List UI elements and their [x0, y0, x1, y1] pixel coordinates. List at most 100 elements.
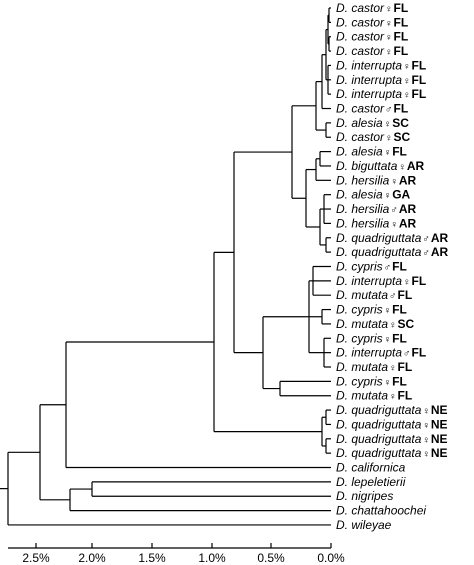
locality-code: AR — [431, 245, 449, 259]
female-symbol-icon: ♀ — [390, 219, 398, 230]
female-symbol-icon: ♀ — [384, 377, 392, 388]
taxon-name: D. californica — [336, 461, 406, 475]
taxon-name: D. quadriguttata — [336, 417, 422, 431]
female-symbol-icon: ♀ — [385, 4, 393, 15]
locality-code: FL — [394, 44, 409, 58]
taxon-label: D. cypris♀FL — [336, 331, 407, 345]
female-symbol-icon: ♀ — [390, 176, 398, 187]
female-symbol-icon: ♀ — [398, 162, 406, 173]
taxon-name: D. mutata — [336, 317, 388, 331]
locality-code: NE — [431, 417, 448, 431]
locality-code: FL — [412, 274, 427, 288]
taxon-label: D. hersilia♂AR — [336, 202, 417, 216]
taxon-name: D. alesia — [336, 188, 383, 202]
taxon-name: D. alesia — [336, 116, 383, 130]
taxon-labels: D. castor♀FLD. castor♀FLD. castor♀FLD. c… — [336, 1, 449, 532]
locality-code: FL — [394, 1, 409, 15]
taxon-label: D. mutata♀FL — [336, 389, 412, 403]
female-symbol-icon: ♀ — [389, 392, 397, 403]
female-symbol-icon: ♀ — [403, 61, 411, 72]
locality-code: FL — [394, 30, 409, 44]
taxon-name: D. cypris — [336, 303, 383, 317]
female-symbol-icon: ♀ — [385, 133, 393, 144]
taxon-label: D. castor♂FL — [336, 102, 408, 116]
taxon-label: D. cypris♂FL — [336, 259, 407, 273]
taxon-name: D. quadriguttata — [336, 432, 422, 446]
taxon-name: D. cypris — [336, 259, 383, 273]
taxon-label: D. interrupta♀FL — [336, 274, 426, 288]
taxon-name: D. chattahoochei — [336, 504, 426, 518]
male-symbol-icon: ♂ — [422, 248, 430, 259]
taxon-label: D. castor♀FL — [336, 15, 408, 29]
female-symbol-icon: ♀ — [403, 90, 411, 101]
female-symbol-icon: ♀ — [422, 406, 430, 417]
taxon-label: D. lepeletierii — [336, 475, 406, 489]
taxon-label: D. mutata♂FL — [336, 288, 412, 302]
locality-code: AR — [431, 231, 449, 245]
female-symbol-icon: ♀ — [403, 277, 411, 288]
taxon-name: D. wileyae — [336, 518, 392, 532]
locality-code: FL — [394, 15, 409, 29]
female-symbol-icon: ♀ — [389, 320, 397, 331]
locality-code: FL — [398, 288, 413, 302]
locality-code: NE — [431, 446, 448, 460]
taxon-label: D. interrupta♀FL — [336, 58, 426, 72]
taxon-label: D. wileyae — [336, 518, 392, 532]
taxon-name: D. castor — [336, 102, 385, 116]
locality-code: FL — [412, 346, 427, 360]
taxon-label: D. cypris♀FL — [336, 303, 407, 317]
locality-code: FL — [392, 374, 407, 388]
axis-tick-label: 2.5% — [22, 551, 50, 565]
locality-code: SC — [392, 116, 409, 130]
taxon-label: D. alesia♀GA — [336, 188, 411, 202]
locality-code: AR — [399, 216, 417, 230]
locality-code: FL — [392, 145, 407, 159]
taxon-label: D. hersilia♀AR — [336, 173, 417, 187]
taxon-label: D. mutata♀FL — [336, 360, 412, 374]
taxon-label: D. quadriguttata♀NE — [336, 417, 448, 431]
taxon-label: D. interrupta♂FL — [336, 346, 426, 360]
taxon-name: D. cypris — [336, 331, 383, 345]
locality-code: FL — [412, 87, 427, 101]
female-symbol-icon: ♀ — [384, 191, 392, 202]
locality-code: FL — [412, 58, 427, 72]
taxon-label: D. chattahoochei — [336, 504, 426, 518]
taxon-name: D. hersilia — [336, 202, 390, 216]
taxon-name: D. quadriguttata — [336, 446, 422, 460]
taxon-name: D. interrupta — [336, 346, 402, 360]
female-symbol-icon: ♀ — [384, 334, 392, 345]
taxon-name: D. castor — [336, 130, 385, 144]
taxon-name: D. castor — [336, 1, 385, 15]
taxon-name: D. quadriguttata — [336, 403, 422, 417]
female-symbol-icon: ♀ — [403, 76, 411, 87]
female-symbol-icon: ♀ — [385, 18, 393, 29]
taxon-name: D. lepeletierii — [336, 475, 406, 489]
locality-code: FL — [412, 73, 427, 87]
taxon-label: D. quadriguttata♀NE — [336, 446, 448, 460]
locality-code: FL — [398, 360, 413, 374]
taxon-label: D. quadriguttata♂AR — [336, 231, 449, 245]
female-symbol-icon: ♀ — [384, 306, 392, 317]
taxon-name: D. alesia — [336, 145, 383, 159]
locality-code: FL — [392, 303, 407, 317]
taxon-label: D. castor♀FL — [336, 1, 408, 15]
taxon-name: D. hersilia — [336, 173, 390, 187]
locality-code: SC — [398, 317, 415, 331]
taxon-name: D. mutata — [336, 389, 388, 403]
locality-code: FL — [398, 389, 413, 403]
axis-tick-label: 0.0% — [317, 551, 345, 565]
female-symbol-icon: ♀ — [422, 420, 430, 431]
taxon-label: D. biguttata♀AR — [336, 159, 425, 173]
taxon-name: D. mutata — [336, 288, 388, 302]
taxon-name: D. interrupta — [336, 87, 402, 101]
taxon-label: D. alesia♀FL — [336, 145, 407, 159]
male-symbol-icon: ♂ — [384, 262, 392, 273]
female-symbol-icon: ♀ — [385, 47, 393, 58]
taxon-label: D. quadriguttata♂AR — [336, 245, 449, 259]
axis-tick-label: 1.5% — [138, 551, 166, 565]
taxon-name: D. nigripes — [336, 489, 393, 503]
taxon-name: D. castor — [336, 15, 385, 29]
taxon-name: D. interrupta — [336, 274, 402, 288]
taxon-name: D. quadriguttata — [336, 245, 422, 259]
taxon-label: D. cypris♀FL — [336, 374, 407, 388]
